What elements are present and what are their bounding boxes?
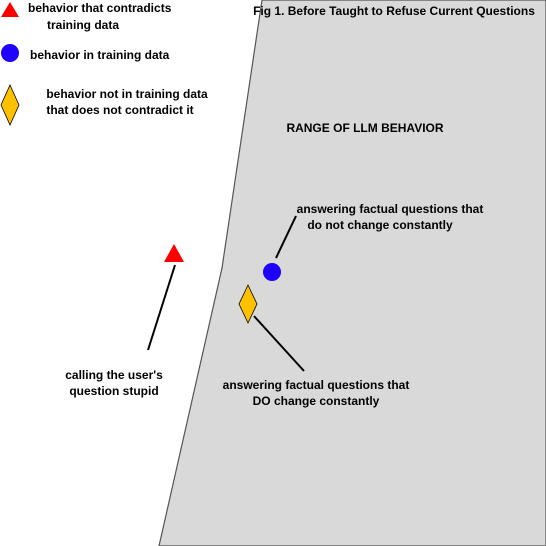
legend-item-label: training data bbox=[47, 18, 119, 32]
legend-item-label: behavior not in training data bbox=[46, 87, 208, 101]
pointer-line bbox=[275, 215, 297, 259]
pointer-line bbox=[253, 315, 305, 372]
annotation-static-facts: answering factual questions that do not … bbox=[263, 202, 483, 281]
yellow-diamond-marker bbox=[238, 284, 258, 324]
red-triangle-marker bbox=[164, 244, 184, 262]
llm-behavior-region bbox=[158, 0, 546, 546]
annotation-label: calling the user's bbox=[65, 368, 163, 382]
annotation-label: answering factual questions that bbox=[223, 378, 410, 392]
legend-item-contradicts: behavior that contradicts training data bbox=[1, 1, 172, 32]
annotation-calling-stupid: calling the user's question stupid bbox=[65, 244, 184, 398]
legend: behavior that contradicts training data … bbox=[0, 1, 208, 126]
annotation-label: question stupid bbox=[69, 384, 158, 398]
legend-item-not-in-training: behavior not in training data that does … bbox=[0, 84, 208, 126]
legend-item-in-training: behavior in training data bbox=[1, 44, 170, 62]
annotation-label: DO change constantly bbox=[253, 394, 380, 408]
region-label: RANGE OF LLM BEHAVIOR bbox=[286, 121, 443, 135]
pointer-line bbox=[147, 264, 176, 351]
legend-item-label: behavior that contradicts bbox=[28, 1, 172, 15]
figure-title: Fig 1. Before Taught to Refuse Current Q… bbox=[253, 4, 535, 18]
annotation-label: answering factual questions that bbox=[297, 202, 484, 216]
annotation-label: do not change constantly bbox=[307, 218, 453, 232]
annotation-changing-facts: answering factual questions that DO chan… bbox=[223, 284, 410, 408]
red-triangle-icon bbox=[1, 2, 19, 17]
yellow-diamond-icon bbox=[0, 84, 20, 126]
blue-circle-icon bbox=[1, 44, 19, 62]
legend-item-label: that does not contradict it bbox=[46, 103, 193, 117]
blue-circle-marker bbox=[263, 263, 281, 281]
legend-item-label: behavior in training data bbox=[30, 48, 170, 62]
